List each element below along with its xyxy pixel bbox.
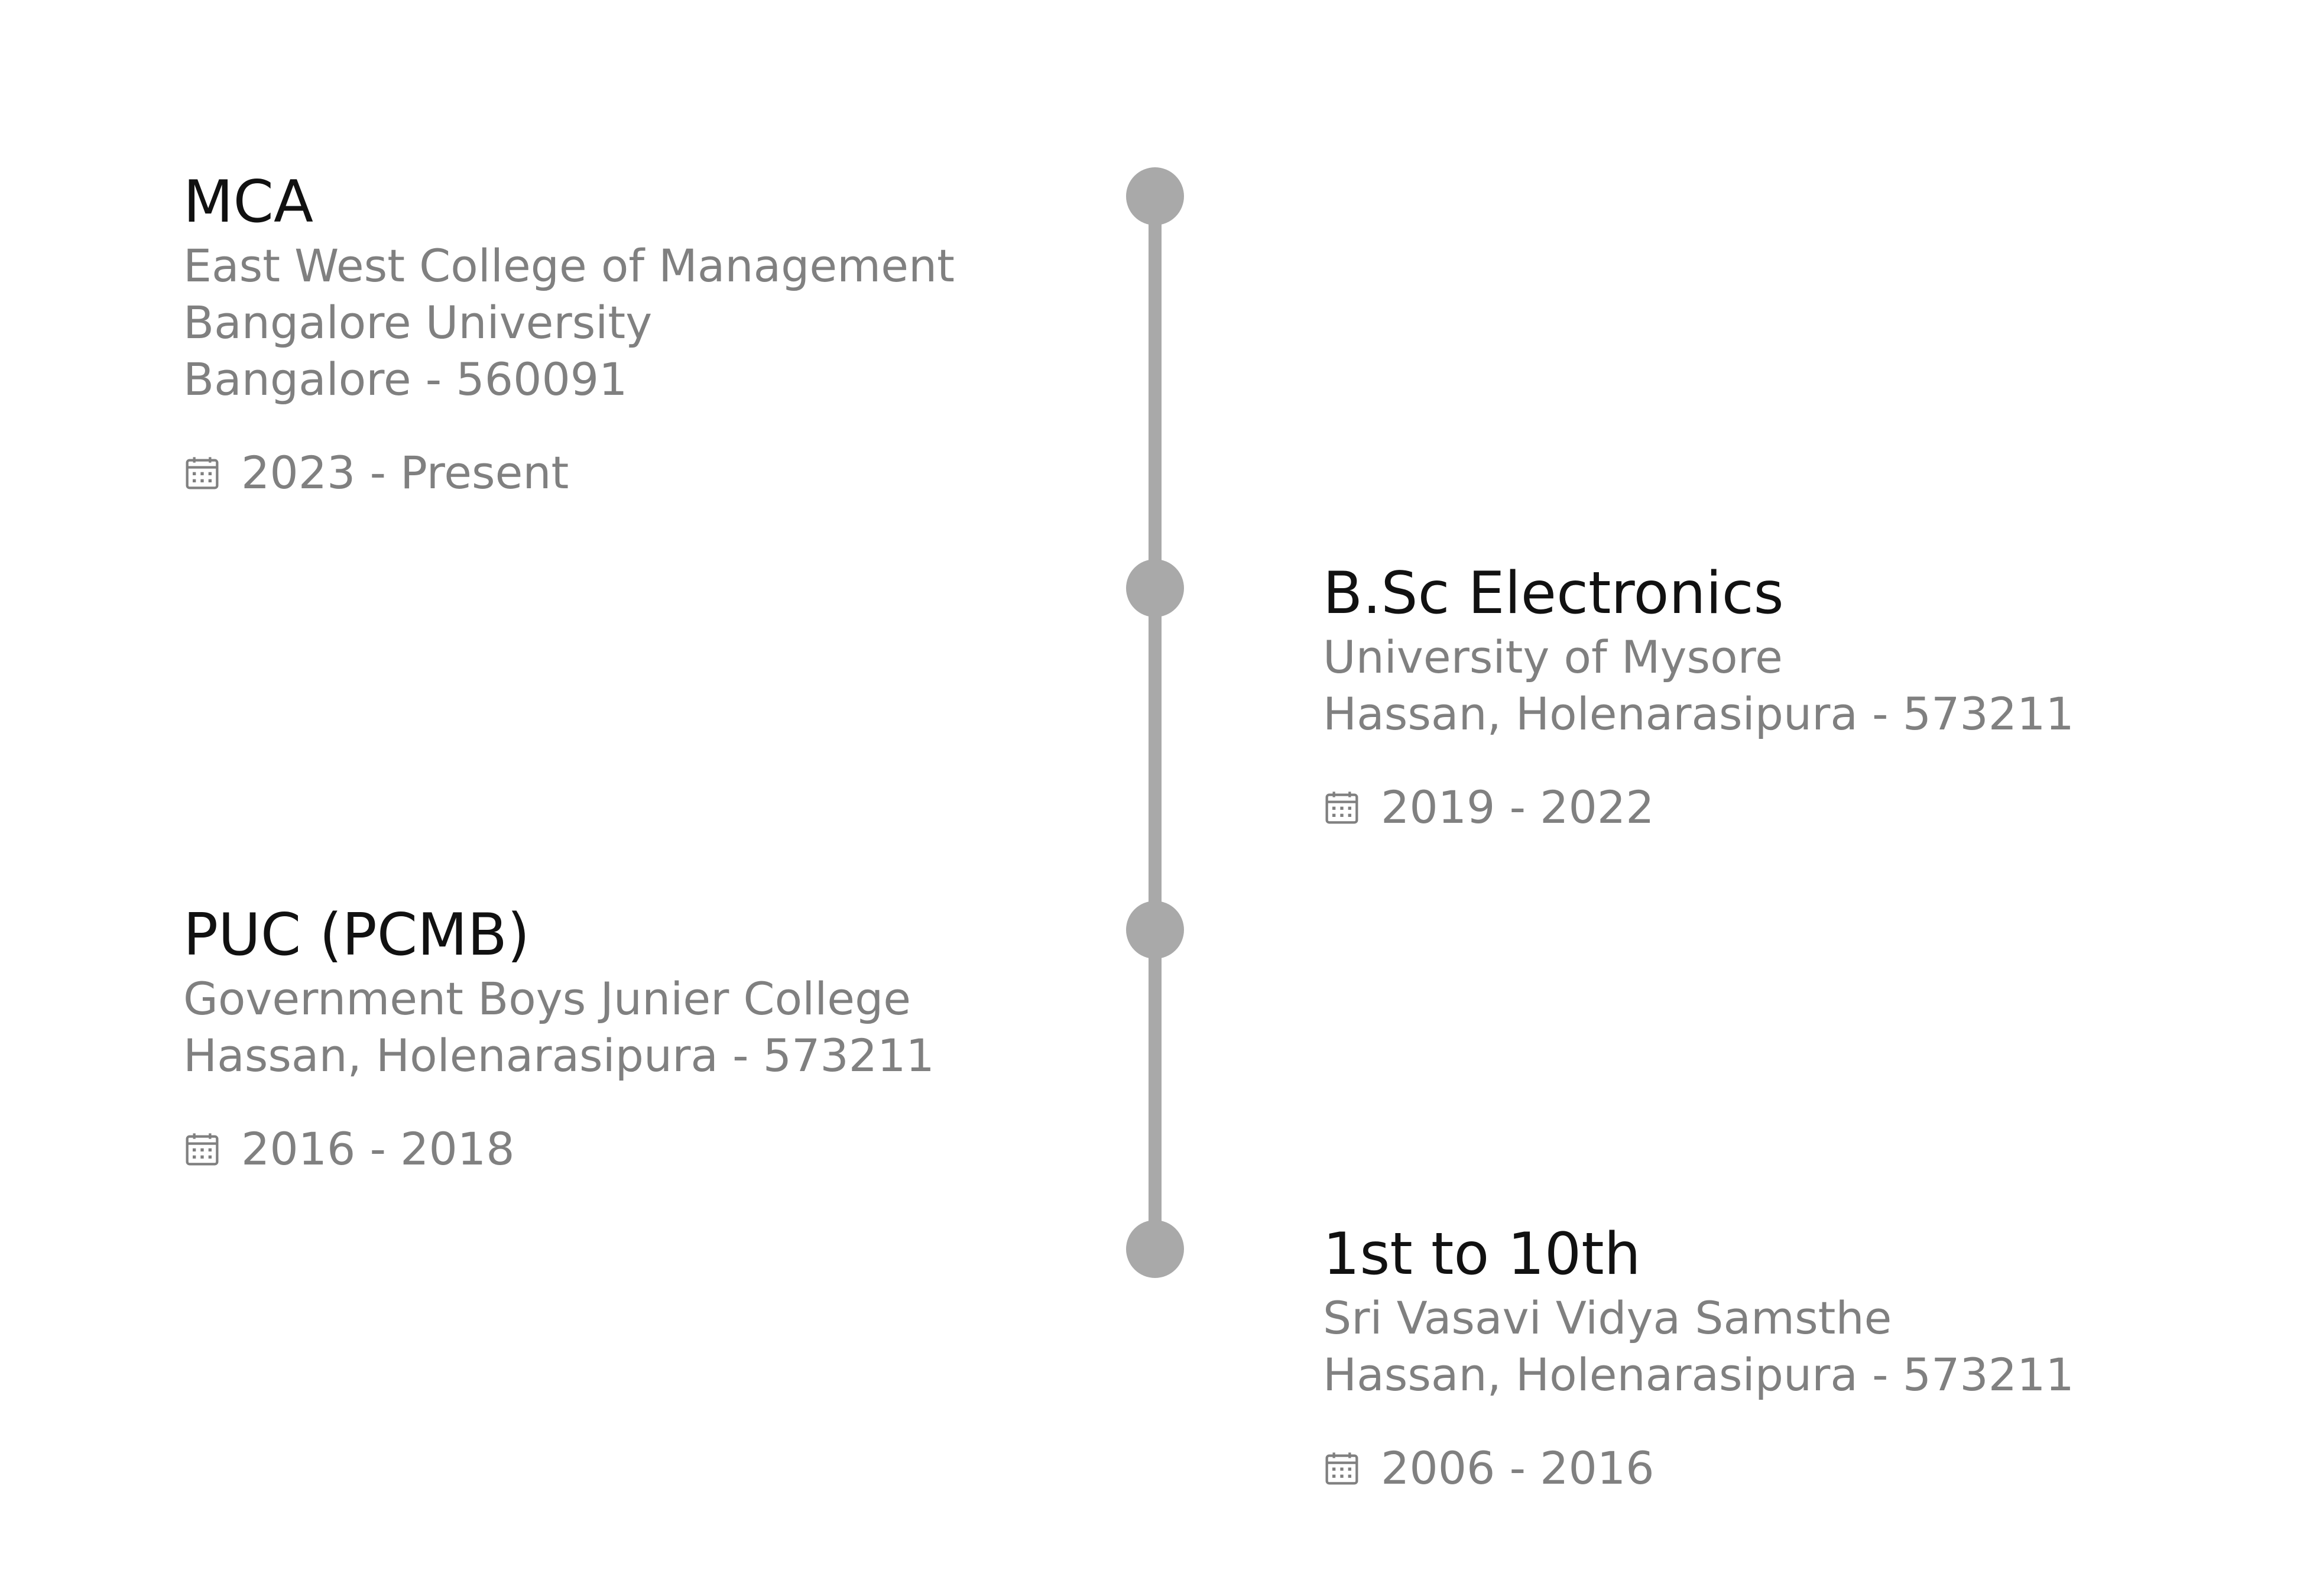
timeline-dot-puc (1126, 901, 1184, 959)
calendar-icon (186, 1133, 219, 1166)
university-name: Bangalore University (183, 296, 653, 349)
date-range: 2016 - 2018 (183, 1121, 1070, 1177)
timeline-dot-bsc (1126, 559, 1184, 617)
date-range: 2006 - 2016 (1323, 1440, 2210, 1497)
education-entry-bsc: B.Sc Electronics University of Mysore Ha… (1323, 558, 2210, 836)
entry-title: B.Sc Electronics (1323, 560, 1784, 627)
institution-name: East West College of Management (183, 239, 955, 292)
calendar-icon (1325, 1452, 1358, 1485)
timeline-dot-mca (1126, 167, 1184, 225)
location: Hassan, Holenarasipura - 573211 (1323, 1348, 2074, 1401)
location: Hassan, Holenarasipura - 573211 (183, 1029, 935, 1082)
entry-title: PUC (PCMB) (183, 901, 530, 969)
date-text: 2006 - 2016 (1381, 1442, 1655, 1494)
education-entry-school: 1st to 10th Sri Vasavi Vidya Samsthe Has… (1323, 1219, 2210, 1497)
entry-title: MCA (183, 168, 314, 236)
entry-title: 1st to 10th (1323, 1221, 1641, 1288)
date-text: 2019 - 2022 (1381, 781, 1655, 833)
calendar-icon (186, 457, 219, 489)
institution-name: Government Boys Junier College (183, 972, 911, 1025)
education-entry-puc: PUC (PCMB) Government Boys Junier Colleg… (183, 900, 1070, 1177)
date-range: 2019 - 2022 (1323, 779, 2210, 836)
timeline-line (1149, 195, 1162, 1253)
location: Bangalore - 560091 (183, 353, 628, 406)
education-entry-mca: MCA East West College of Management Bang… (183, 167, 1070, 501)
location: Hassan, Holenarasipura - 573211 (1323, 687, 2074, 740)
calendar-icon (1325, 791, 1358, 824)
timeline-dot-school (1126, 1220, 1184, 1278)
date-text: 2016 - 2018 (241, 1123, 515, 1175)
date-range: 2023 - Present (183, 445, 1070, 501)
date-text: 2023 - Present (241, 446, 569, 499)
institution-name: University of Mysore (1323, 631, 1783, 683)
institution-name: Sri Vasavi Vidya Samsthe (1323, 1292, 1892, 1344)
